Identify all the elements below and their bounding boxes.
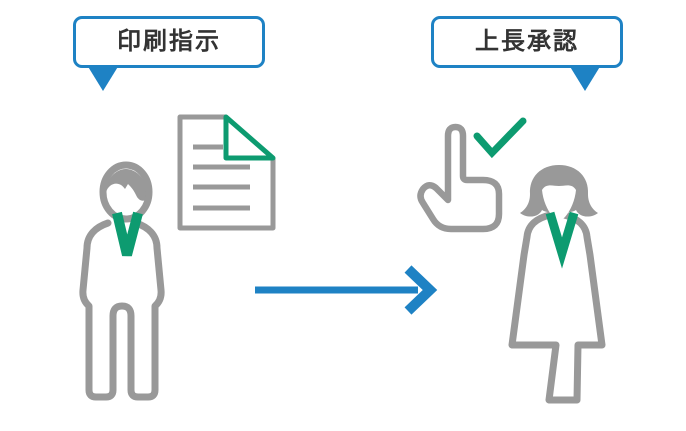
callout-pointer-left bbox=[87, 65, 119, 91]
callout-supervisor-approval-label: 上長承認 bbox=[475, 28, 579, 55]
callout-supervisor-approval: 上長承認 bbox=[431, 16, 623, 68]
callout-print-instruction: 印刷指示 bbox=[73, 16, 265, 68]
man-standing-icon bbox=[79, 161, 165, 401]
flow-arrow-icon bbox=[255, 265, 438, 315]
callout-print-instruction-label: 印刷指示 bbox=[117, 28, 221, 55]
woman-standing-icon bbox=[508, 165, 606, 404]
checkmark-icon bbox=[473, 117, 527, 159]
document-icon bbox=[177, 114, 276, 231]
callout-pointer-right bbox=[569, 65, 601, 91]
approval-hand-icon bbox=[417, 117, 527, 233]
